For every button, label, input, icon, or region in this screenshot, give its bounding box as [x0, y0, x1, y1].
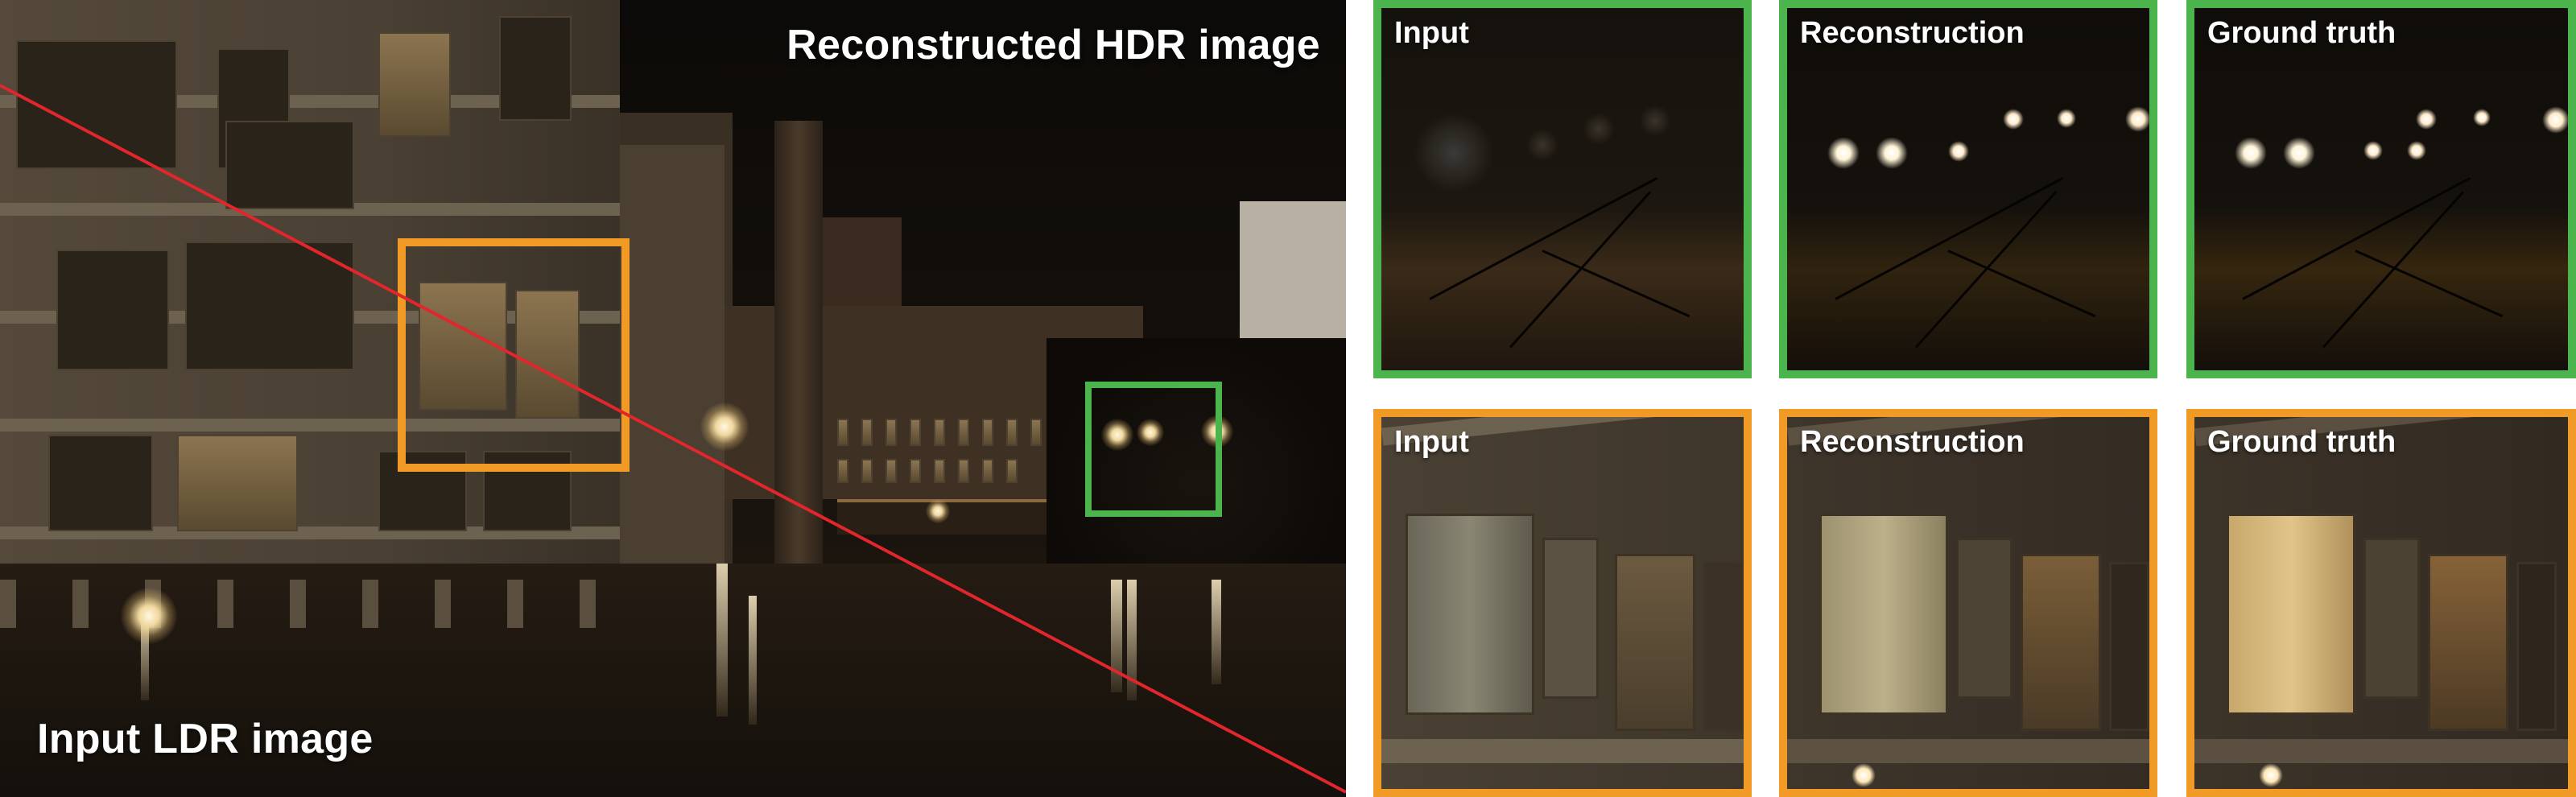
scene-image: Reconstructed HDR image Input LDR image	[0, 0, 1346, 797]
crop-label: Ground truth	[2207, 16, 2396, 50]
building-right-wing	[620, 145, 724, 564]
orange-crop-input: Input	[1373, 409, 1752, 797]
orange-crop-ground-truth: Ground truth	[2186, 409, 2576, 797]
green-crop-input: Input	[1373, 0, 1752, 378]
reconstructed-hdr-label: Reconstructed HDR image	[786, 22, 1320, 68]
building-highlight-box	[398, 238, 630, 472]
crop-label: Reconstruction	[1800, 425, 2025, 459]
trees	[1046, 338, 1346, 580]
trees-highlight-box	[1085, 382, 1222, 517]
building-pillars	[0, 580, 612, 628]
crop-label: Ground truth	[2207, 425, 2396, 459]
orange-crop-reconstruction: Reconstruction	[1779, 409, 2157, 797]
input-ldr-label: Input LDR image	[37, 716, 374, 762]
split-diagonal-line	[0, 84, 1346, 794]
crop-label: Input	[1394, 16, 1469, 50]
green-crop-reconstruction: Reconstruction	[1779, 0, 2157, 378]
crop-label: Input	[1394, 425, 1469, 459]
green-crop-ground-truth: Ground truth	[2186, 0, 2576, 378]
crop-label: Reconstruction	[1800, 16, 2025, 50]
